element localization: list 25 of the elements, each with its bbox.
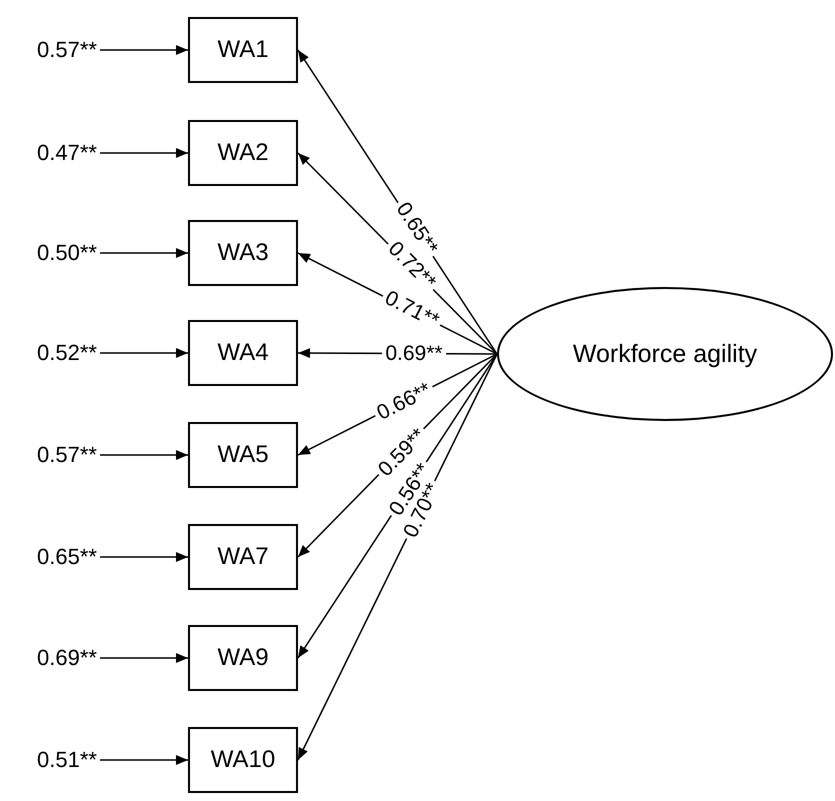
loading-value: 0.69** (0, 642, 97, 674)
indicator-box: WA2 (188, 120, 298, 186)
arrow (100, 450, 188, 460)
arrow (100, 148, 188, 158)
latent-variable-ellipse: Workforce agility (497, 287, 833, 421)
loading-value: 0.57** (0, 34, 97, 66)
arrow (100, 45, 188, 55)
loading-value: 0.65** (0, 541, 97, 573)
indicator-box: WA5 (188, 422, 298, 488)
arrow (100, 348, 188, 358)
arrow (100, 755, 188, 765)
loading-value: 0.52** (0, 337, 97, 369)
loading-value: 0.51** (0, 744, 97, 776)
indicator-box: WA9 (188, 625, 298, 691)
arrow (100, 653, 188, 663)
indicator-box: WA3 (188, 220, 298, 286)
loading-value: 0.47** (0, 137, 97, 169)
loading-value: 0.57** (0, 439, 97, 471)
indicator-box: WA1 (188, 17, 298, 83)
loading-value: 0.50** (0, 237, 97, 269)
indicator-box: WA4 (188, 320, 298, 386)
arrow (100, 248, 188, 258)
arrow (100, 552, 188, 562)
indicator-box: WA7 (188, 524, 298, 590)
indicator-box: WA10 (188, 727, 298, 793)
